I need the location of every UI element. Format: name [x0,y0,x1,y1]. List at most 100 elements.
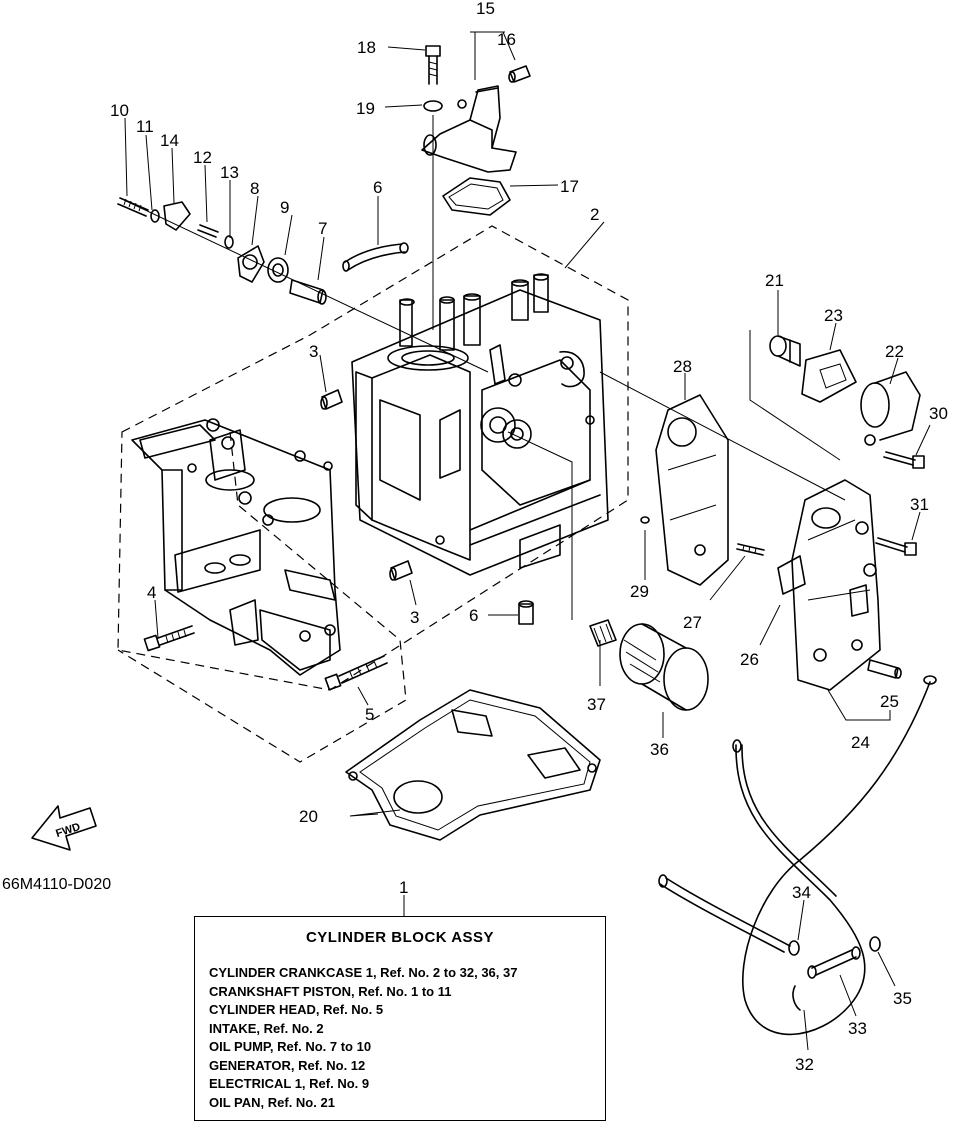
thermostat-leader [749,330,841,461]
assembly-item: GENERATOR, Ref. No. 12 [209,1057,366,1073]
callout-9: 8 [250,179,259,198]
fwd-label: FWD [54,821,82,840]
callout-37: 37 [587,695,606,714]
assembly-item: ELECTRICAL 1, Ref. No. 9 [209,1076,370,1091]
callout-11: 10 [110,101,129,120]
callout-16: 15 [476,0,495,18]
oil-pan-gasket-21 [345,689,601,841]
callout-19: 18 [357,38,376,57]
cylinder-head-group-outline [117,431,407,763]
callout-8: 7 [318,219,327,238]
sleeve-8 [289,279,327,305]
callout-7: 6 [373,178,382,197]
crankcase [131,418,341,676]
bolt-5 [324,655,388,691]
callout-25: 24 [851,733,870,752]
thermostat-cover-23 [860,371,921,446]
crankcase-group-outline [117,225,629,691]
fwd-arrow-icon: FWD [31,805,97,851]
exhaust-cover-25 [791,479,881,691]
callout-36: 36 [650,740,669,759]
assembly-item: CYLINDER HEAD, Ref. No. 5 [209,1002,384,1017]
assembly-item: INTAKE, Ref. No. 2 [209,1020,324,1036]
fitting-33 [807,946,861,979]
assembly-item: CYLINDER CRANKCASE 1, Ref. No. 2 to 32, … [209,965,518,980]
callout-6: 6 [469,606,478,625]
callout-17: 16 [497,30,516,49]
cylinder-block [351,273,609,576]
callout-5: 5 [365,705,374,724]
assembly-item: CRANKSHAFT PISTON, Ref. No. 1 to 11 [209,983,452,999]
callout-23: 22 [885,342,904,361]
bolt-31-upper [883,451,925,469]
callout-30: 29 [630,582,649,601]
washer-12 [150,209,160,223]
callout-32: 32 [795,1055,814,1074]
callout-28: 27 [683,613,702,632]
assembly-item: OIL PUMP, Ref. No. 7 to 10 [209,1039,372,1054]
callout-33: 33 [848,1019,867,1038]
callout-3-upper: 3 [309,342,318,361]
plate-27 [777,555,806,595]
dowel-pin-3-upper [320,389,343,410]
callout-26: 25 [880,692,899,711]
assembly-info-box: CYLINDER BLOCK ASSY CYLINDER CRANKCASE 1… [194,916,606,1121]
callout-15: 14 [160,131,179,150]
clamp-34 [788,940,800,956]
callout-27: 26 [740,650,759,669]
union-bolt-37 [589,619,617,647]
screw-11 [117,197,149,217]
callout-31-upper: 30 [929,404,948,423]
assembly-title: CYLINDER BLOCK ASSY [305,929,495,946]
callout-2: 2 [590,205,599,224]
cover-16 [421,85,517,173]
plug-30 [640,516,650,524]
callout-14: 13 [220,163,239,182]
callout-3-lower: 3 [410,608,419,627]
callout-31-lower: 31 [910,495,929,514]
callout-numbers: 15 16 18 19 17 2 6 7 9 8 10 11 14 12 13 … [110,0,948,1074]
callout-13: 12 [193,148,212,167]
leader-lines [124,31,931,1051]
callout-35: 35 [893,989,912,1008]
callout-10: 9 [280,198,289,217]
oil-pump-9 [237,245,265,283]
dowel-pin-3-lower [389,560,413,581]
callout-12: 11 [136,117,154,136]
washer-20 [423,100,443,112]
washer-14 [224,235,234,249]
drawing-code: 66M4110-D020 [2,876,111,893]
fitting-26 [867,659,902,679]
callout-21: 20 [299,807,318,826]
pin-6 [518,600,534,625]
shaft-axis-line [123,199,489,373]
assembly-list: CYLINDER CRANKCASE 1, Ref. No. 2 to 32, … [209,964,605,1112]
bolt-4 [143,625,195,652]
hose-7 [342,242,409,272]
callout-24: 23 [824,306,843,325]
bracket-15 [163,201,191,231]
filter-axis-line [507,431,573,620]
callout-20: 19 [356,99,375,118]
callout-22: 21 [765,271,784,290]
oil-filter-36 [619,623,709,711]
bolt-31-lower [875,537,917,556]
thermostat-22 [769,335,801,367]
hose-32 [658,675,937,1036]
callout-18: 17 [560,177,579,196]
callout-4: 4 [147,583,156,602]
assembly-item: OIL PAN, Ref. No. 21 [209,1094,335,1110]
gasket-axis-line [599,371,846,501]
gasket-18 [442,177,511,216]
callout-1: 1 [399,878,408,897]
gasket-29 [655,394,729,586]
callout-29: 28 [673,357,692,376]
plug-17 [508,65,531,83]
bolt-28 [736,543,765,556]
screw-13 [197,224,219,238]
gasket-24 [801,349,857,403]
clamp-35 [869,936,881,952]
callout-34: 34 [792,883,811,902]
bolt-19 [425,45,441,85]
